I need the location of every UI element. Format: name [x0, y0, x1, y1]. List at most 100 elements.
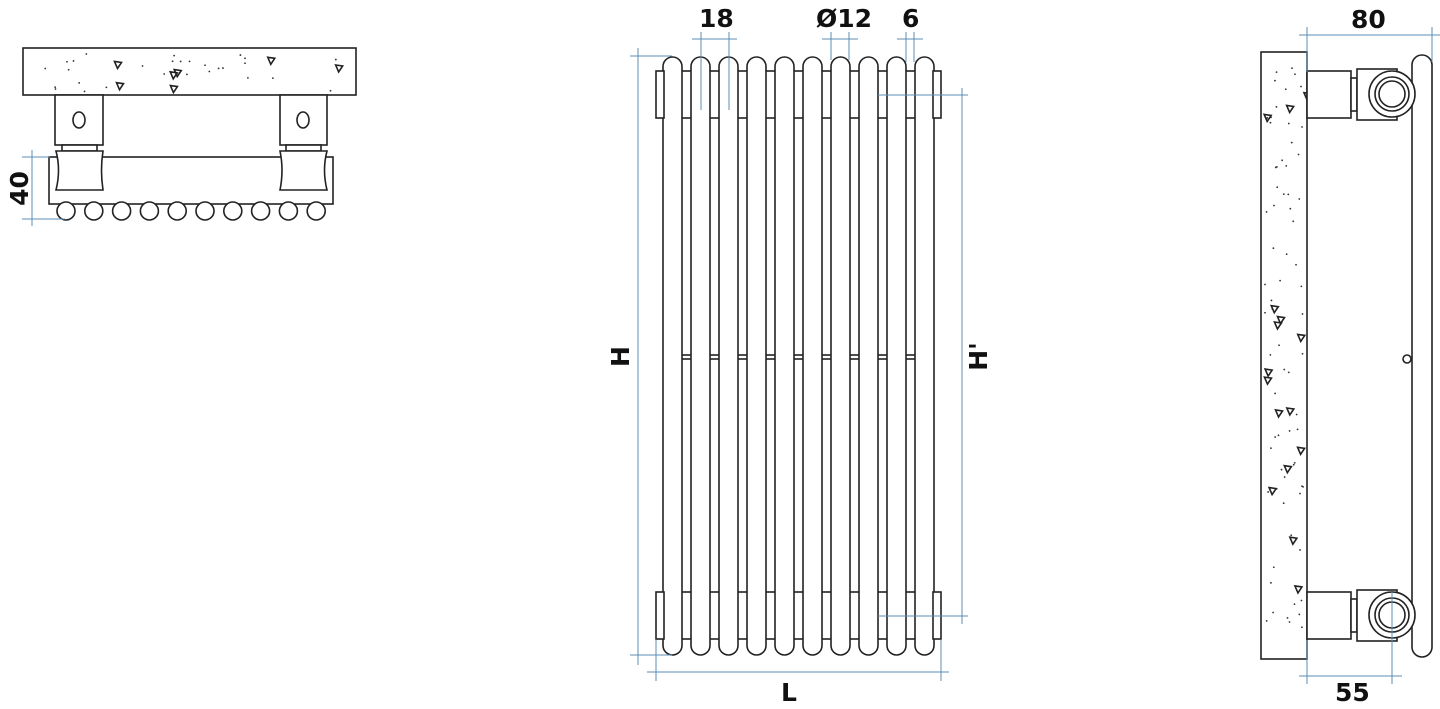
- hatch-dot: [1283, 368, 1286, 371]
- hatch-dot: [244, 62, 246, 65]
- hatch-triangle: [115, 81, 125, 92]
- hatch-dot: [1300, 285, 1303, 288]
- tube-section: [1378, 80, 1406, 108]
- hatch-dot: [1274, 392, 1277, 395]
- hatch-dot: [1274, 166, 1277, 169]
- hatch-triangle: [1269, 304, 1280, 315]
- hatch-triangle: [334, 64, 345, 74]
- hatch-dot: [1266, 117, 1269, 119]
- manifold-top-cap-left: [655, 70, 665, 119]
- tube-section: [84, 201, 104, 221]
- hatch-dot: [1292, 463, 1295, 466]
- hatch-dot: [1281, 159, 1284, 162]
- wall-section: [1260, 51, 1308, 660]
- hatch-triangle: [266, 56, 277, 66]
- radiator-tube: [858, 56, 879, 656]
- hatch-dot: [1295, 263, 1297, 266]
- hatch-dot: [67, 68, 70, 71]
- hatch-dot: [1298, 198, 1301, 200]
- concrete-hatch: [1262, 67, 1313, 629]
- tube-section: [195, 201, 215, 221]
- hatch-dot: [72, 60, 75, 62]
- hatch-triangle: [1263, 368, 1274, 378]
- hatch-dot: [1278, 344, 1280, 347]
- hatch-dot: [1265, 620, 1268, 622]
- hatch-dot: [1269, 121, 1272, 124]
- dim-label-H: H: [605, 346, 635, 367]
- hatch-triangle: [113, 60, 123, 71]
- hatch-dot: [1288, 621, 1291, 623]
- hatch-dot: [141, 65, 144, 67]
- bracket-right: [279, 94, 328, 146]
- hatch-dot: [85, 53, 88, 55]
- hatch-dot: [222, 67, 224, 69]
- hatch-dot: [1299, 549, 1301, 551]
- hatch-triangle: [1285, 406, 1296, 417]
- hatch-dot: [217, 67, 220, 70]
- hatch-dot: [1299, 492, 1301, 495]
- hatch-dot: [1295, 413, 1298, 416]
- hatch-dot: [1282, 502, 1285, 505]
- hatch-dot: [186, 73, 188, 76]
- hatch-dot: [105, 86, 108, 89]
- front-view: [630, 32, 968, 681]
- hatch-dot: [1269, 353, 1272, 356]
- bracket-hole-left: [72, 111, 86, 129]
- radiator-tube: [746, 56, 767, 656]
- hatch-triangle: [1285, 104, 1296, 115]
- tube-section: [139, 201, 160, 221]
- bracket-arm: [1306, 591, 1352, 640]
- hatch-dot: [1298, 613, 1301, 616]
- bracket-arm: [1306, 70, 1352, 119]
- hatch-dot: [244, 57, 246, 60]
- tube-section: [56, 201, 76, 221]
- hatch-triangle: [1296, 333, 1307, 344]
- hatch-dot: [1270, 299, 1273, 302]
- hatch-dot: [239, 54, 242, 56]
- hatch-dot: [171, 60, 174, 63]
- hatch-dot: [1294, 73, 1296, 76]
- tube-section: [250, 201, 271, 221]
- bracket-upper: [1306, 68, 1416, 121]
- radiator-tube: [802, 56, 823, 656]
- hatch-dot: [1272, 247, 1275, 250]
- hatch-dot: [179, 60, 182, 63]
- hatch-triangle: [1288, 536, 1299, 546]
- hatch-dot: [1296, 428, 1299, 431]
- hatch-dot: [1280, 468, 1283, 471]
- hatch-dot: [204, 64, 206, 67]
- hatch-dot: [78, 82, 81, 84]
- dim-label-6: 6: [902, 4, 920, 33]
- hatch-dot: [1275, 105, 1278, 108]
- hatch-dot: [247, 76, 249, 79]
- center-mark: [1402, 354, 1412, 364]
- hatch-dot: [1290, 141, 1293, 144]
- radiator-tube: [886, 56, 907, 656]
- hatch-triangle: [1293, 584, 1304, 595]
- hatch-dot: [1267, 491, 1270, 493]
- hatch-dot: [1282, 193, 1285, 196]
- hatch-dot: [1283, 476, 1286, 478]
- hatch-triangle: [1262, 113, 1273, 124]
- hatch-dot: [1301, 626, 1303, 629]
- hatch-dot: [163, 73, 166, 75]
- dim-label-55: 55: [1335, 678, 1370, 707]
- hatch-dot: [1279, 279, 1282, 282]
- top-view: [22, 47, 357, 226]
- hatch-dot: [1293, 462, 1296, 464]
- hatch-triangle: [1263, 376, 1273, 386]
- dim-label-40: 40: [4, 171, 34, 206]
- hatch-dot: [54, 88, 57, 90]
- dim-label-H-prime: H': [963, 342, 993, 371]
- radiator-tube: [914, 56, 935, 656]
- hatch-dot: [1301, 352, 1304, 355]
- hatch-dot: [1272, 611, 1275, 614]
- tube-section: [111, 201, 132, 221]
- hatch-triangle: [1273, 321, 1283, 331]
- tube-section: [306, 201, 327, 221]
- hatch-dot: [1264, 283, 1266, 286]
- hatch-dot: [1291, 67, 1293, 69]
- hatch-dot: [1276, 186, 1279, 189]
- radiator-tube: [718, 56, 739, 656]
- bracket-neck-right: [285, 144, 322, 152]
